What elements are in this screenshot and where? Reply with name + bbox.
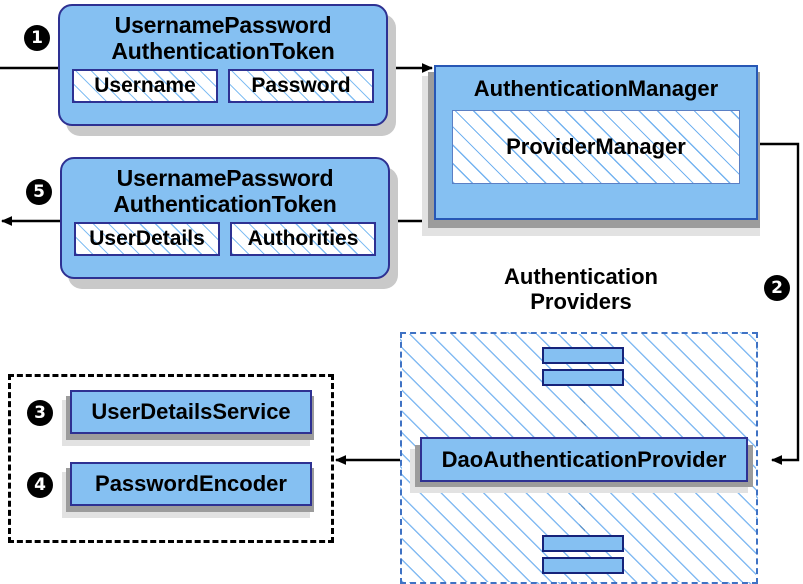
field-username[interactable]: Username (72, 69, 218, 103)
passwordencoder-box[interactable]: PasswordEncoder (70, 462, 312, 506)
providers-caption-line1: Authentication (504, 264, 658, 289)
badge-2: 2 (764, 275, 790, 301)
arrow-manager-to-provider (758, 142, 800, 465)
field-authorities[interactable]: Authorities (230, 222, 376, 256)
response-token-box[interactable]: UsernamePassword AuthenticationToken Use… (60, 157, 390, 279)
response-token-title-line1: UsernamePassword (116, 165, 334, 191)
providers-caption: Authentication Providers (446, 264, 716, 314)
provider-bar-bottom-1[interactable] (542, 535, 624, 552)
badge-4: 4 (27, 472, 53, 498)
request-token-title-line2: AuthenticationToken (111, 38, 335, 64)
provider-bar-top-2[interactable] (542, 369, 624, 386)
field-userdetails[interactable]: UserDetails (74, 222, 220, 256)
provider-bar-bottom-2[interactable] (542, 557, 624, 574)
response-token-fields: UserDetails Authorities (62, 222, 388, 256)
request-token-box[interactable]: UsernamePassword AuthenticationToken Use… (58, 4, 388, 126)
dependencies-region[interactable] (8, 374, 334, 543)
request-token-title: UsernamePassword AuthenticationToken (60, 6, 386, 64)
provider-bar-top-1[interactable] (542, 347, 624, 364)
badge-5: 5 (26, 179, 52, 205)
badge-3: 3 (27, 400, 53, 426)
request-token-fields: Username Password (60, 69, 386, 103)
authentication-manager-box[interactable]: AuthenticationManager ProviderManager (434, 65, 758, 220)
userdetailsservice-box[interactable]: UserDetailsService (70, 390, 312, 434)
provider-manager-box[interactable]: ProviderManager (452, 110, 740, 184)
badge-1: 1 (24, 25, 50, 51)
dao-authentication-provider-box[interactable]: DaoAuthenticationProvider (420, 437, 748, 482)
authentication-manager-title: AuthenticationManager (473, 76, 719, 101)
providers-caption-line2: Providers (530, 289, 632, 314)
field-password[interactable]: Password (228, 69, 374, 103)
response-token-title-line2: AuthenticationToken (113, 191, 337, 217)
request-token-title-line1: UsernamePassword (114, 12, 332, 38)
response-token-title: UsernamePassword AuthenticationToken (62, 159, 388, 217)
